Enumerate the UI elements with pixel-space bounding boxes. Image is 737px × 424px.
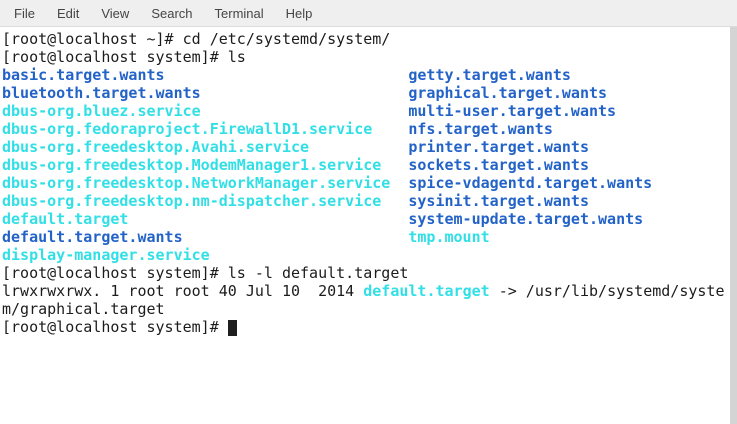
menu-view[interactable]: View <box>101 5 130 21</box>
ls-output-row: dbus-org.freedesktop.NetworkManager.serv… <box>2 174 730 192</box>
ls-entry: multi-user.target.wants <box>408 102 617 120</box>
ls-entry: sysinit.target.wants <box>408 192 589 210</box>
ls-entry: basic.target.wants <box>2 66 165 84</box>
menu-help[interactable]: Help <box>285 5 313 21</box>
ls-entry: nfs.target.wants <box>408 120 553 138</box>
command-line-ls: [root@localhost system]# ls <box>2 48 246 66</box>
ls-entry: dbus-org.freedesktop.NetworkManager.serv… <box>2 174 391 192</box>
ls-output-row: bluetooth.target.wants graphical.target.w… <box>2 84 730 102</box>
ls-entry: printer.target.wants <box>408 138 589 156</box>
symlink-permissions: lrwxrwxrwx. 1 root root 40 Jul 10 2014 <box>2 282 364 300</box>
terminal-screen[interactable]: [root@localhost ~]# cd /etc/systemd/syst… <box>0 27 730 424</box>
menu-search[interactable]: Search <box>151 5 193 21</box>
ls-entry: spice-vdagentd.target.wants <box>408 174 653 192</box>
menu-edit[interactable]: Edit <box>56 5 80 21</box>
ls-entry: graphical.target.wants <box>408 84 608 102</box>
ls-entry: bluetooth.target.wants <box>2 84 201 102</box>
ls-entry: dbus-org.freedesktop.ModemManager1.servi… <box>2 156 382 174</box>
ls-output-row: display-manager.service <box>2 246 730 264</box>
ls-output-row: dbus-org.freedesktop.nm-dispatcher.servi… <box>2 192 730 210</box>
prompt-line: [root@localhost system]# <box>2 318 730 336</box>
ls-output-row: default.target.wants tmp.mount <box>2 228 730 246</box>
symlink-name: default.target <box>363 282 490 300</box>
ls-entry: system-update.target.wants <box>408 210 644 228</box>
ls-entry: display-manager.service <box>2 246 210 264</box>
ls-output-row: basic.target.wants getty.target.wants <box>2 66 730 84</box>
ls-l-output-wrap: m/graphical.target <box>2 300 165 318</box>
ls-output-row: dbus-org.freedesktop.Avahi.service printe… <box>2 138 730 156</box>
ls-entry: default.target <box>2 210 129 228</box>
ls-entry: dbus-org.bluez.service <box>2 102 201 120</box>
ls-entry: default.target.wants <box>2 228 183 246</box>
ls-entry: getty.target.wants <box>408 66 571 84</box>
ls-entry: dbus-org.freedesktop.Avahi.service <box>2 138 310 156</box>
terminal-cursor <box>227 320 237 336</box>
ls-entry: sockets.target.wants <box>408 156 589 174</box>
ls-entry: dbus-org.freedesktop.nm-dispatcher.servi… <box>2 192 382 210</box>
ls-output-row: dbus-org.fedoraproject.FirewallD1.servic… <box>2 120 730 138</box>
ls-output-row: dbus-org.bluez.service multi-user.target.… <box>2 102 730 120</box>
ls-l-output-line: lrwxrwxrwx. 1 root root 40 Jul 10 2014 d… <box>2 282 730 300</box>
ls-output-row: dbus-org.freedesktop.ModemManager1.servi… <box>2 156 730 174</box>
ls-output-row: default.target system-update.target.wants <box>2 210 730 228</box>
ls-entry: tmp.mount <box>408 228 490 246</box>
menu-file[interactable]: File <box>14 5 35 21</box>
symlink-target: -> /usr/lib/systemd/syste <box>489 282 725 300</box>
menu-terminal[interactable]: Terminal <box>214 5 264 21</box>
command-line-ls-l: [root@localhost system]# ls -l default.t… <box>2 264 409 282</box>
prompt-text: [root@localhost system]# <box>2 318 228 336</box>
scrollbar[interactable] <box>730 27 737 424</box>
ls-entry: dbus-org.fedoraproject.FirewallD1.servic… <box>2 120 373 138</box>
menu-bar: File Edit View Search Terminal Help <box>0 0 737 27</box>
command-line-cd: [root@localhost ~]# cd /etc/systemd/syst… <box>2 30 391 48</box>
